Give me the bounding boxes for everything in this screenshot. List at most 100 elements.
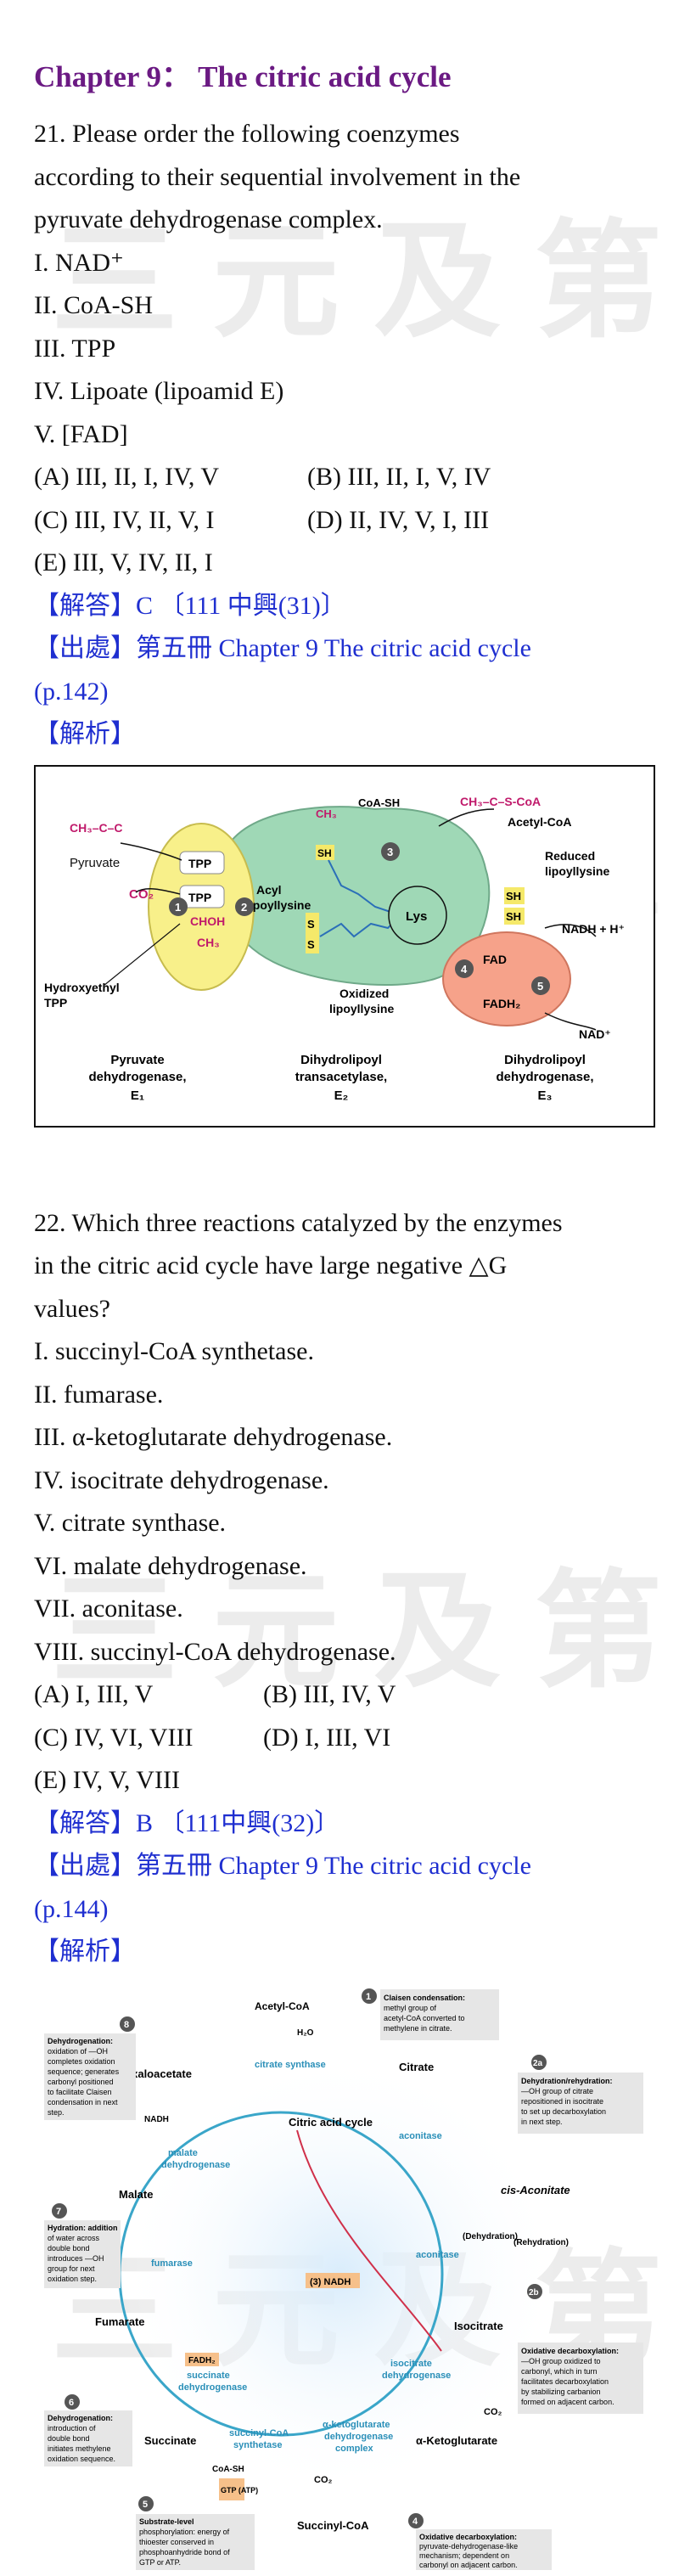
svg-text:methyl group of: methyl group of (384, 2004, 437, 2012)
note-step-6: Dehydrogenation: introduction of double … (44, 2410, 132, 2466)
sh-label: SH (317, 847, 332, 859)
hydroxyethyl-tpp-label: TPP (44, 996, 67, 1010)
cycle-center-label: Citric acid cycle (289, 2116, 373, 2129)
svg-text:phosphorylation: energy of: phosphorylation: energy of (139, 2528, 230, 2536)
acetyl-coa-label: Acetyl-CoA (255, 2000, 310, 2012)
svg-text:methylene in citrate.: methylene in citrate. (384, 2024, 452, 2033)
answer-options-row: (E) IV, V, VIII (34, 1759, 654, 1803)
e3-caption: Dihydrolipoyl (504, 1053, 586, 1067)
question-item: I. NAD⁺ (34, 248, 124, 277)
step-marker: 5 (531, 976, 550, 995)
question-item: V. citrate synthase. (34, 1509, 227, 1537)
note-step-2a: Dehydration/rehydration: —OH group of ci… (518, 2072, 643, 2134)
svg-text:GTP or ATP.: GTP or ATP. (139, 2558, 181, 2567)
svg-text:phosphoanhydride bond of: phosphoanhydride bond of (139, 2548, 230, 2556)
question-stem-line: pyruvate dehydrogenase complex. (34, 205, 383, 233)
svg-text:Dehydrogenation:: Dehydrogenation: (48, 2037, 113, 2045)
svg-text:initiates methylene: initiates methylene (48, 2444, 111, 2453)
cycle-ring (194, 2112, 444, 2437)
sh-group (316, 844, 334, 860)
co2-label: CO₂ (129, 887, 154, 902)
answer-option: (D) I, III, VI (263, 1723, 391, 1752)
rehydration-label: (Rehydration) (513, 2238, 569, 2247)
svg-text:formed on adjacent carbon.: formed on adjacent carbon. (521, 2398, 614, 2406)
e1-caption: E₁ (131, 1088, 144, 1103)
akg-dehydrogenase-label: complex (335, 2444, 374, 2454)
svg-text:Oxidative decarboxylation:: Oxidative decarboxylation: (521, 2347, 619, 2355)
succinate-dehydrogenase-label: succinate (187, 2371, 230, 2381)
gtp-badge (219, 2478, 244, 2500)
chapter-title: Chapter 9： The citric acid cycle (34, 60, 452, 93)
svg-text:5: 5 (143, 2500, 148, 2510)
co2-label: CO₂ (484, 2407, 502, 2417)
svg-text:3: 3 (387, 846, 393, 858)
svg-text:7: 7 (56, 2207, 61, 2217)
step-marker: 2b (527, 2283, 542, 2299)
question-item: II. CoA-SH (34, 291, 153, 319)
step-marker: 2 (235, 897, 254, 916)
svg-text:oxidation of —OH: oxidation of —OH (48, 2047, 108, 2056)
acetyl-coa-label: Acetyl-CoA (508, 815, 571, 829)
succinyl-coa-synthetase-label: synthetase (233, 2440, 282, 2450)
isocitrate-label: Isocitrate (454, 2320, 503, 2332)
leader-line (103, 923, 181, 986)
question-stem-line: 21. Please order the following coenzymes (34, 120, 460, 148)
e1-caption: Pyruvate (110, 1053, 164, 1067)
sh-label: SH (506, 910, 521, 923)
aconitase-label: aconitase (399, 2131, 442, 2141)
nadh-badge (306, 2272, 360, 2288)
sh-label: SH (506, 890, 521, 903)
answer-option: (C) III, IV, II, V, I (34, 505, 215, 534)
question-item: I. succinyl-CoA synthetase. (34, 1337, 314, 1365)
note-step-1: Claisen condensation: methyl group of ac… (380, 1988, 499, 2040)
note-step-4: Oxidative decarboxylation: pyruvate-dehy… (416, 2528, 552, 2570)
note-step-7: Hydration: addition of water across doub… (44, 2219, 121, 2288)
disulfide-group (306, 912, 319, 953)
answer-option: (E) IV, V, VIII (34, 1766, 180, 1794)
question-item: V. [FAD] (34, 419, 128, 448)
step-marker: 1 (169, 897, 188, 916)
svg-text:oxidation sequence.: oxidation sequence. (48, 2455, 115, 2463)
question-item: III. TPP (34, 334, 116, 363)
step-marker: 3 (381, 841, 400, 861)
answer-options-row: (C) IV, VI, VIII (D) I, III, VI (34, 1717, 654, 1760)
co2-label: CO₂ (314, 2475, 333, 2485)
reaction-arrow (120, 841, 182, 861)
cis-aconitate-label: cis-Aconitate (501, 2184, 570, 2196)
svg-text:Claisen condensation:: Claisen condensation: (384, 1994, 465, 2002)
fadh2-label: FADH₂ (483, 997, 520, 1010)
question-stem-line: 22. Which three reactions catalyzed by t… (34, 1208, 563, 1237)
svg-text:introduction of: introduction of (48, 2424, 96, 2433)
reduced-lipoyllysine-label: lipoyllysine (545, 864, 609, 878)
answer-option: (C) IV, VI, VIII (34, 1723, 194, 1752)
analysis-heading: 【解析】 (34, 1938, 136, 1966)
answer-line: 【解答】C 〔111 中興(31)〕 (34, 591, 346, 620)
fumarate-label: Fumarate (95, 2315, 145, 2328)
reaction-arrow (544, 1011, 597, 1031)
pyruvate-dehydrogenase-figure: CH₃–C–C Pyruvate CO₂ TPP TPP CHOH CH₃ Hy… (34, 764, 655, 1128)
answer-options-row: (C) III, IV, II, V, I (D) II, IV, V, I, … (34, 499, 654, 543)
answer-option: (B) III, IV, V (263, 1680, 396, 1708)
analysis-heading: 【解析】 (34, 720, 136, 748)
question-item: IV. isocitrate dehydrogenase. (34, 1465, 329, 1494)
document-body: Chapter 9： The citric acid cycle 21. Ple… (34, 53, 655, 2572)
cycle-ring (118, 2111, 298, 2411)
note-step-5: Substrate-level phosphorylation: energy … (136, 2513, 255, 2570)
svg-text:5: 5 (537, 980, 543, 993)
akg-dehydrogenase-label: dehydrogenase (324, 2432, 393, 2442)
coash-label: CoA-SH (212, 2465, 244, 2474)
ch3-label: CH₃ (197, 936, 220, 949)
step-marker: 1 (362, 1988, 377, 2004)
svg-text:of water across: of water across (48, 2234, 100, 2242)
succinate-label: Succinate (144, 2434, 196, 2447)
note-step-3: Oxidative decarboxylation: —OH group oxi… (518, 2342, 643, 2414)
reaction-arrow (438, 807, 495, 827)
svg-text:8: 8 (124, 2020, 129, 2030)
pyruvate-label: Pyruvate (70, 856, 120, 870)
e3-caption: dehydrogenase, (496, 1070, 593, 1084)
succinyl-coa-label: Succinyl-CoA (297, 2519, 369, 2532)
svg-text:facilitates decarboxylation: facilitates decarboxylation (521, 2377, 609, 2386)
svg-text:in next step.: in next step. (521, 2118, 563, 2126)
svg-text:mechanism; dependent on: mechanism; dependent on (419, 2551, 509, 2560)
acyl-lipoyllysine-label: lipoyllysine (246, 898, 311, 912)
